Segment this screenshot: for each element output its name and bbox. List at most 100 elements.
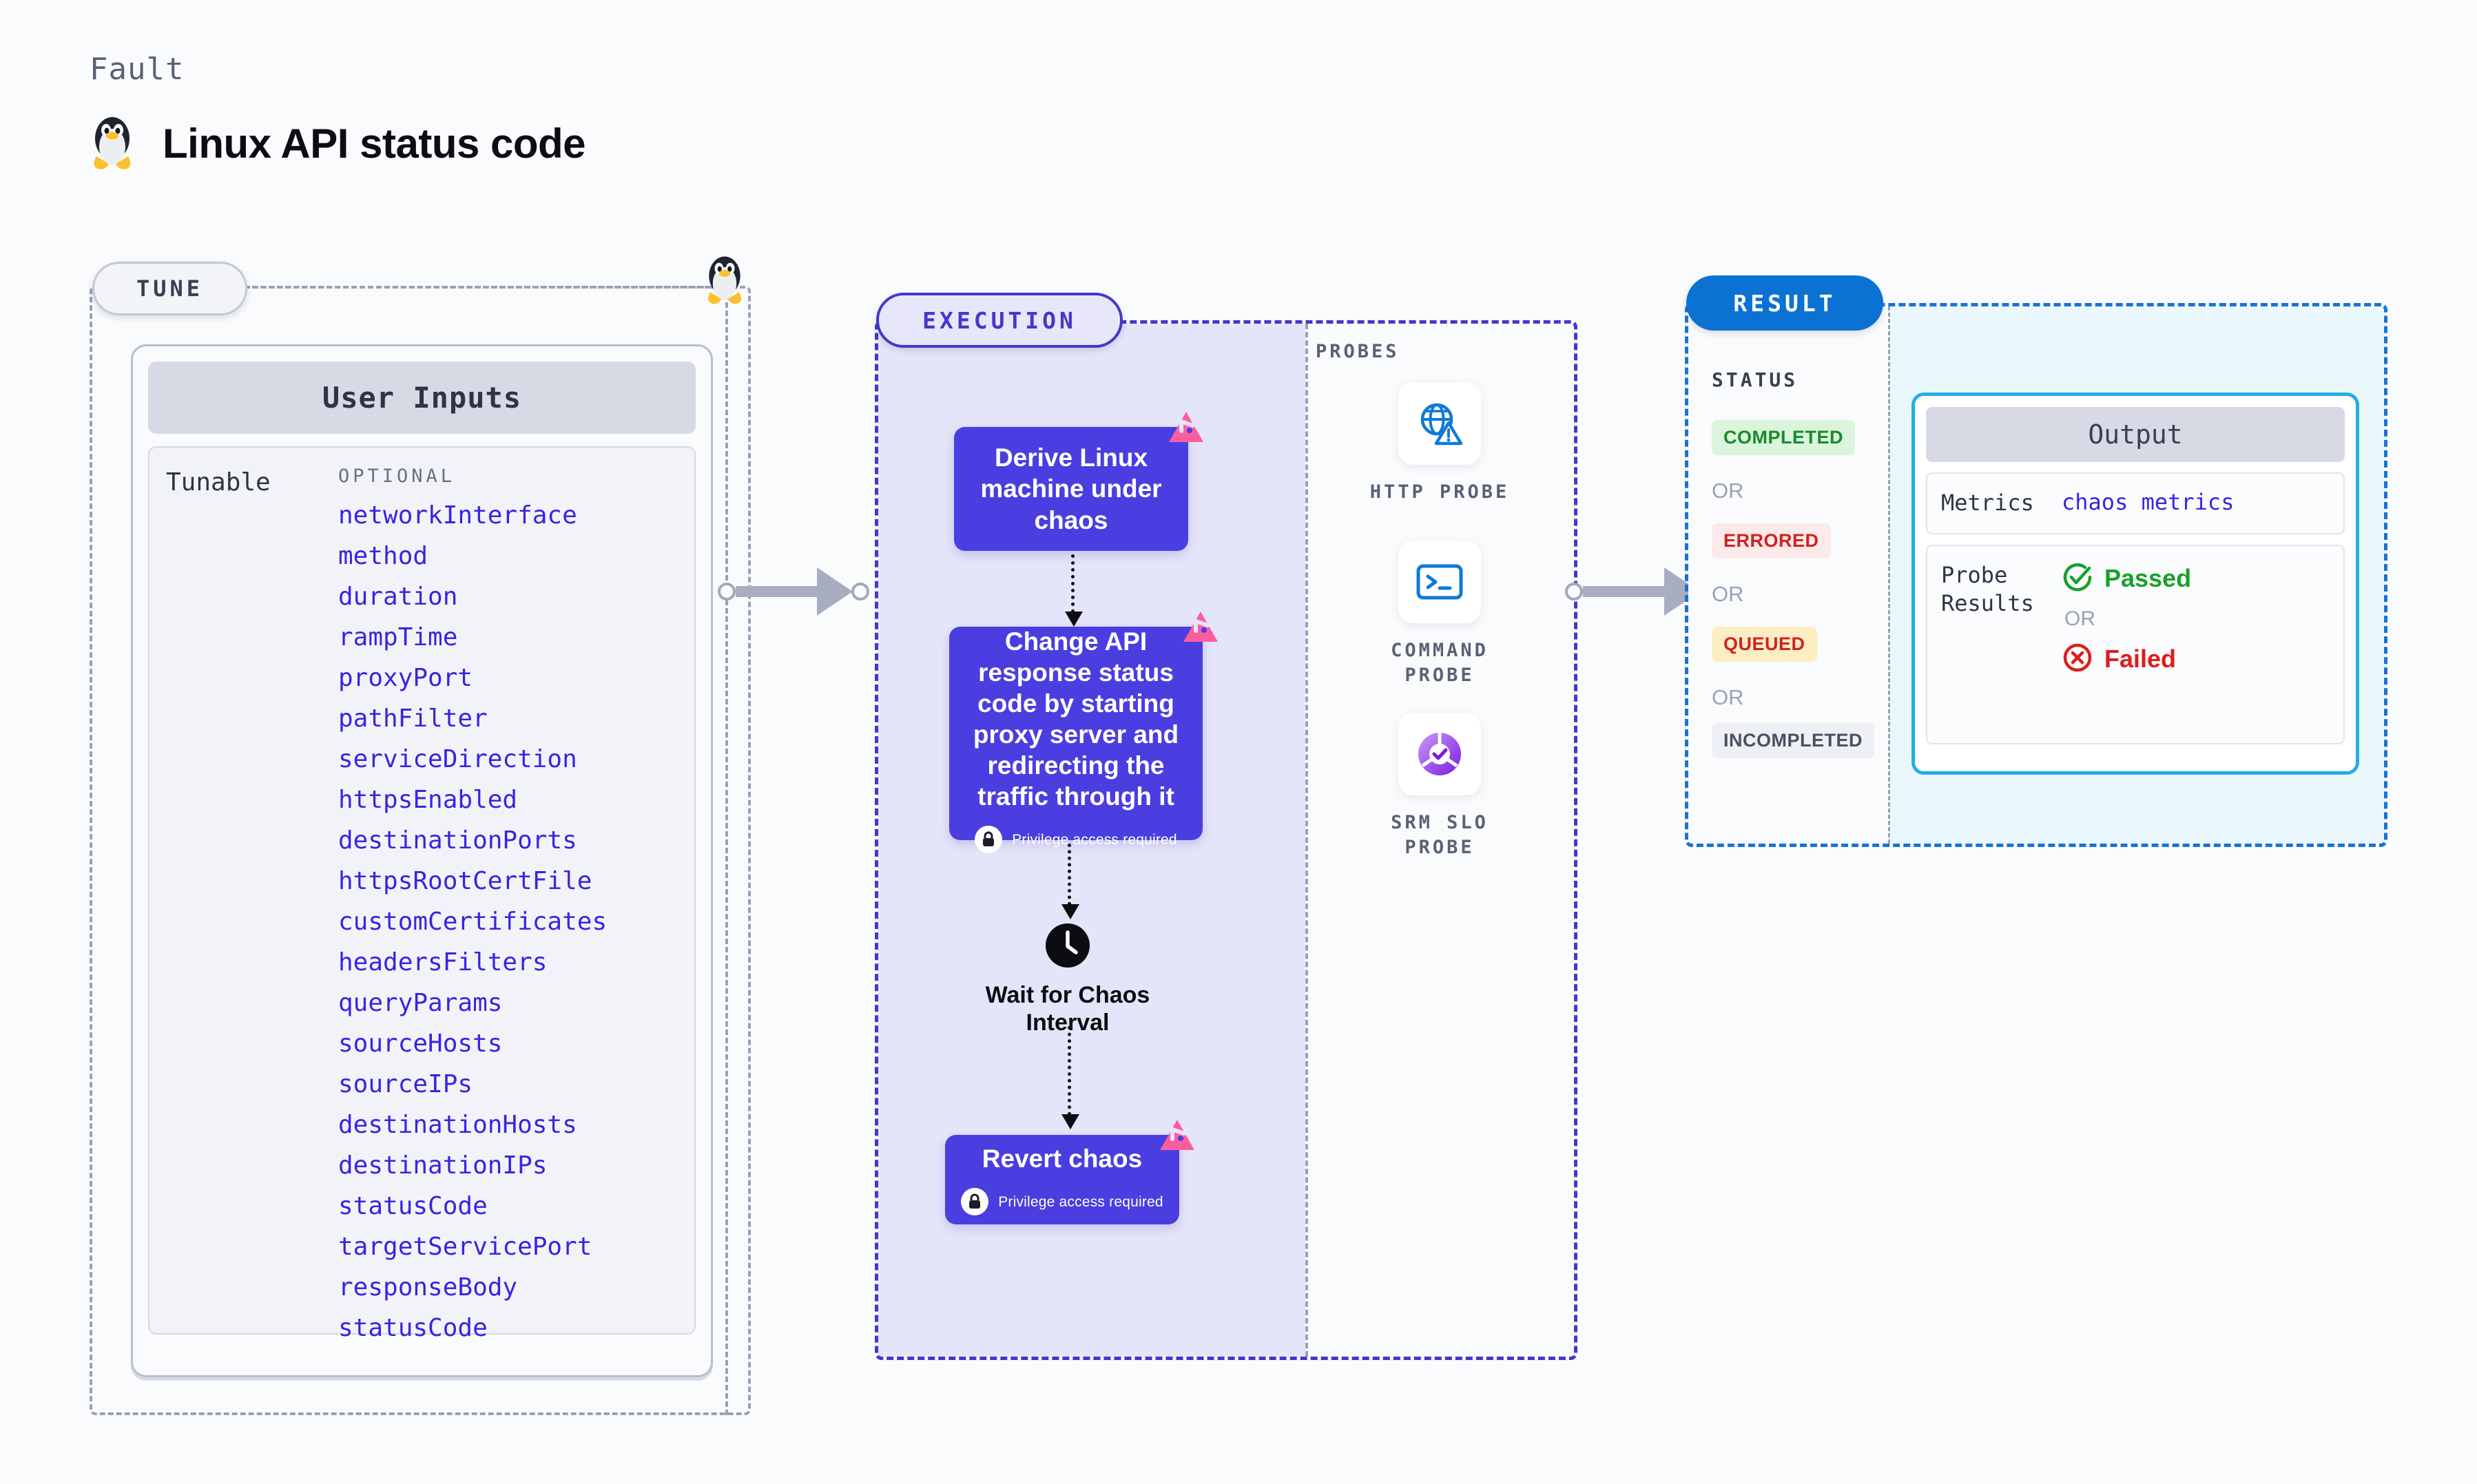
slo-donut-check-icon — [1398, 713, 1481, 795]
param-item[interactable]: statusCode — [338, 1192, 488, 1220]
probe-command-label: COMMAND PROBE — [1391, 640, 1489, 687]
param-item[interactable]: destinationPorts — [338, 826, 577, 855]
chaos-corner-icon — [1179, 607, 1222, 657]
param-item[interactable]: sourceHosts — [338, 1030, 503, 1058]
result-panel-frame — [1685, 303, 2387, 847]
globe-warning-icon — [1398, 382, 1481, 465]
execution-panel-frame — [875, 320, 1577, 1360]
param-item[interactable]: responseBody — [338, 1273, 518, 1302]
execution-node-revert-text: Revert chaos — [982, 1144, 1143, 1173]
connector-start-dot — [1565, 583, 1583, 600]
probe-result-failed: Failed — [2062, 642, 2191, 677]
probe-http[interactable]: HTTP PROBE — [1354, 382, 1526, 505]
tune-top-dashed-line — [245, 286, 727, 289]
param-item[interactable]: method — [338, 542, 428, 570]
chaos-corner-icon — [1156, 1116, 1199, 1165]
page-title: Linux API status code — [163, 120, 586, 167]
lock-icon — [961, 1188, 989, 1216]
wait-node-label: Wait for Chaos Interval — [985, 982, 1150, 1036]
optional-label: OPTIONAL — [338, 466, 456, 487]
chaos-corner-icon — [1165, 408, 1208, 457]
x-circle-icon — [2062, 642, 2093, 677]
page-header: Linux API status code — [88, 114, 586, 173]
connector-tune-to-execution — [718, 567, 869, 616]
privilege-note: Privilege access required — [961, 1188, 1163, 1216]
probe-srm-slo-label: SRM SLO PROBE — [1391, 812, 1489, 859]
execution-panel-label[interactable]: EXECUTION — [876, 293, 1123, 348]
param-item[interactable]: targetServicePort — [338, 1233, 592, 1261]
tune-right-dashed-line — [725, 286, 728, 1415]
probes-title: PROBES — [1316, 341, 1400, 362]
connector-arrowhead — [817, 567, 853, 616]
flow-arrow-change-to-wait — [1061, 844, 1079, 919]
page-eyebrow: Fault — [90, 52, 185, 87]
output-title: Output — [1926, 407, 2345, 462]
param-item[interactable]: pathFilter — [338, 704, 488, 733]
param-item[interactable]: httpsEnabled — [338, 786, 518, 814]
tune-panel-label[interactable]: TUNE — [92, 262, 247, 315]
tunable-section: Tunable OPTIONAL networkInterface method… — [148, 446, 696, 1341]
execution-node-derive-text: Derive Linux machine under chaos — [980, 443, 1162, 534]
output-metrics-row: Metrics chaos metrics — [1926, 472, 2345, 534]
output-metrics-key: Metrics — [1941, 490, 2034, 516]
status-or-separator: OR — [1712, 582, 1744, 606]
status-badge-errored: ERRORED — [1712, 523, 1831, 558]
param-item[interactable]: networkInterface — [338, 501, 577, 530]
param-item[interactable]: queryParams — [338, 989, 503, 1017]
param-item[interactable]: serviceDirection — [338, 745, 577, 773]
param-item[interactable]: proxyPort — [338, 664, 473, 692]
check-circle-icon — [2062, 561, 2093, 596]
execution-node-wait-interval[interactable]: Wait for Chaos Interval — [944, 923, 1192, 1036]
execution-node-derive[interactable]: Derive Linux machine under chaos — [954, 412, 1203, 551]
output-card: Output Metrics chaos metrics Probe Resul… — [1911, 393, 2359, 775]
execution-node-revert-chaos[interactable]: Revert chaos Privilege access required — [945, 1120, 1194, 1224]
status-badge-completed: COMPLETED — [1712, 420, 1856, 455]
result-panel-divider — [1888, 306, 1890, 844]
status-or-separator: OR — [1712, 479, 1744, 503]
linux-penguin-icon — [88, 114, 136, 173]
param-item[interactable]: httpsRootCertFile — [338, 867, 592, 895]
tunable-parameter-list: OPTIONAL networkInterface method duratio… — [338, 466, 681, 1341]
probe-result-passed-label: Passed — [2104, 564, 2192, 593]
lock-icon — [975, 826, 1003, 854]
status-badge-incompleted: INCOMPLETED — [1712, 723, 1875, 758]
connector-bar — [1583, 586, 1666, 597]
probe-srm-slo[interactable]: SRM SLO PROBE — [1354, 713, 1526, 861]
connector-start-dot — [718, 583, 736, 600]
output-metrics-value[interactable]: chaos metrics — [2062, 489, 2235, 515]
output-probe-results-row: Probe Results Passed OR — [1926, 544, 2345, 744]
probe-result-or-separator: OR — [2064, 607, 2095, 630]
execution-node-change-text: Change API response status code by start… — [973, 627, 1179, 811]
output-probe-results-key: Probe Results — [1941, 561, 2034, 617]
connector-end-dot — [851, 583, 869, 600]
param-item[interactable]: customCertificates — [338, 908, 608, 936]
param-item[interactable]: destinationIPs — [338, 1151, 548, 1180]
probe-http-label: HTTP PROBE — [1369, 481, 1510, 503]
flow-arrow-wait-to-revert — [1061, 1026, 1079, 1129]
probe-results-values: Passed OR Failed — [2062, 561, 2191, 677]
privilege-note-text: Privilege access required — [1012, 831, 1177, 848]
privilege-note: Privilege access required — [975, 826, 1177, 854]
status-badge-queued: QUEUED — [1712, 627, 1817, 662]
probe-result-failed-label: Failed — [2104, 645, 2177, 673]
status-title: STATUS — [1712, 368, 1799, 391]
user-inputs-title: User Inputs — [148, 362, 696, 434]
clock-icon — [1045, 923, 1090, 972]
tunable-label: Tunable — [166, 468, 271, 497]
param-item[interactable]: duration — [338, 583, 458, 611]
param-item[interactable]: sourceIPs — [338, 1070, 473, 1098]
param-item[interactable]: destinationHosts — [338, 1111, 577, 1139]
linux-penguin-boundary-icon — [703, 253, 747, 311]
param-item[interactable]: rampTime — [338, 623, 458, 651]
status-or-separator: OR — [1712, 685, 1744, 709]
probes-panel-background — [1305, 324, 1574, 1357]
connector-bar — [736, 586, 818, 597]
result-panel-label[interactable]: RESULT — [1686, 275, 1883, 331]
privilege-note-text: Privilege access required — [998, 1193, 1163, 1210]
flow-arrow-derive-to-change — [1065, 554, 1083, 627]
param-item[interactable]: statusCode — [338, 1314, 488, 1342]
probe-command[interactable]: COMMAND PROBE — [1354, 541, 1526, 689]
param-item[interactable]: headersFilters — [338, 948, 548, 976]
execution-node-change-status-code[interactable]: Change API response status code by start… — [949, 612, 1218, 854]
